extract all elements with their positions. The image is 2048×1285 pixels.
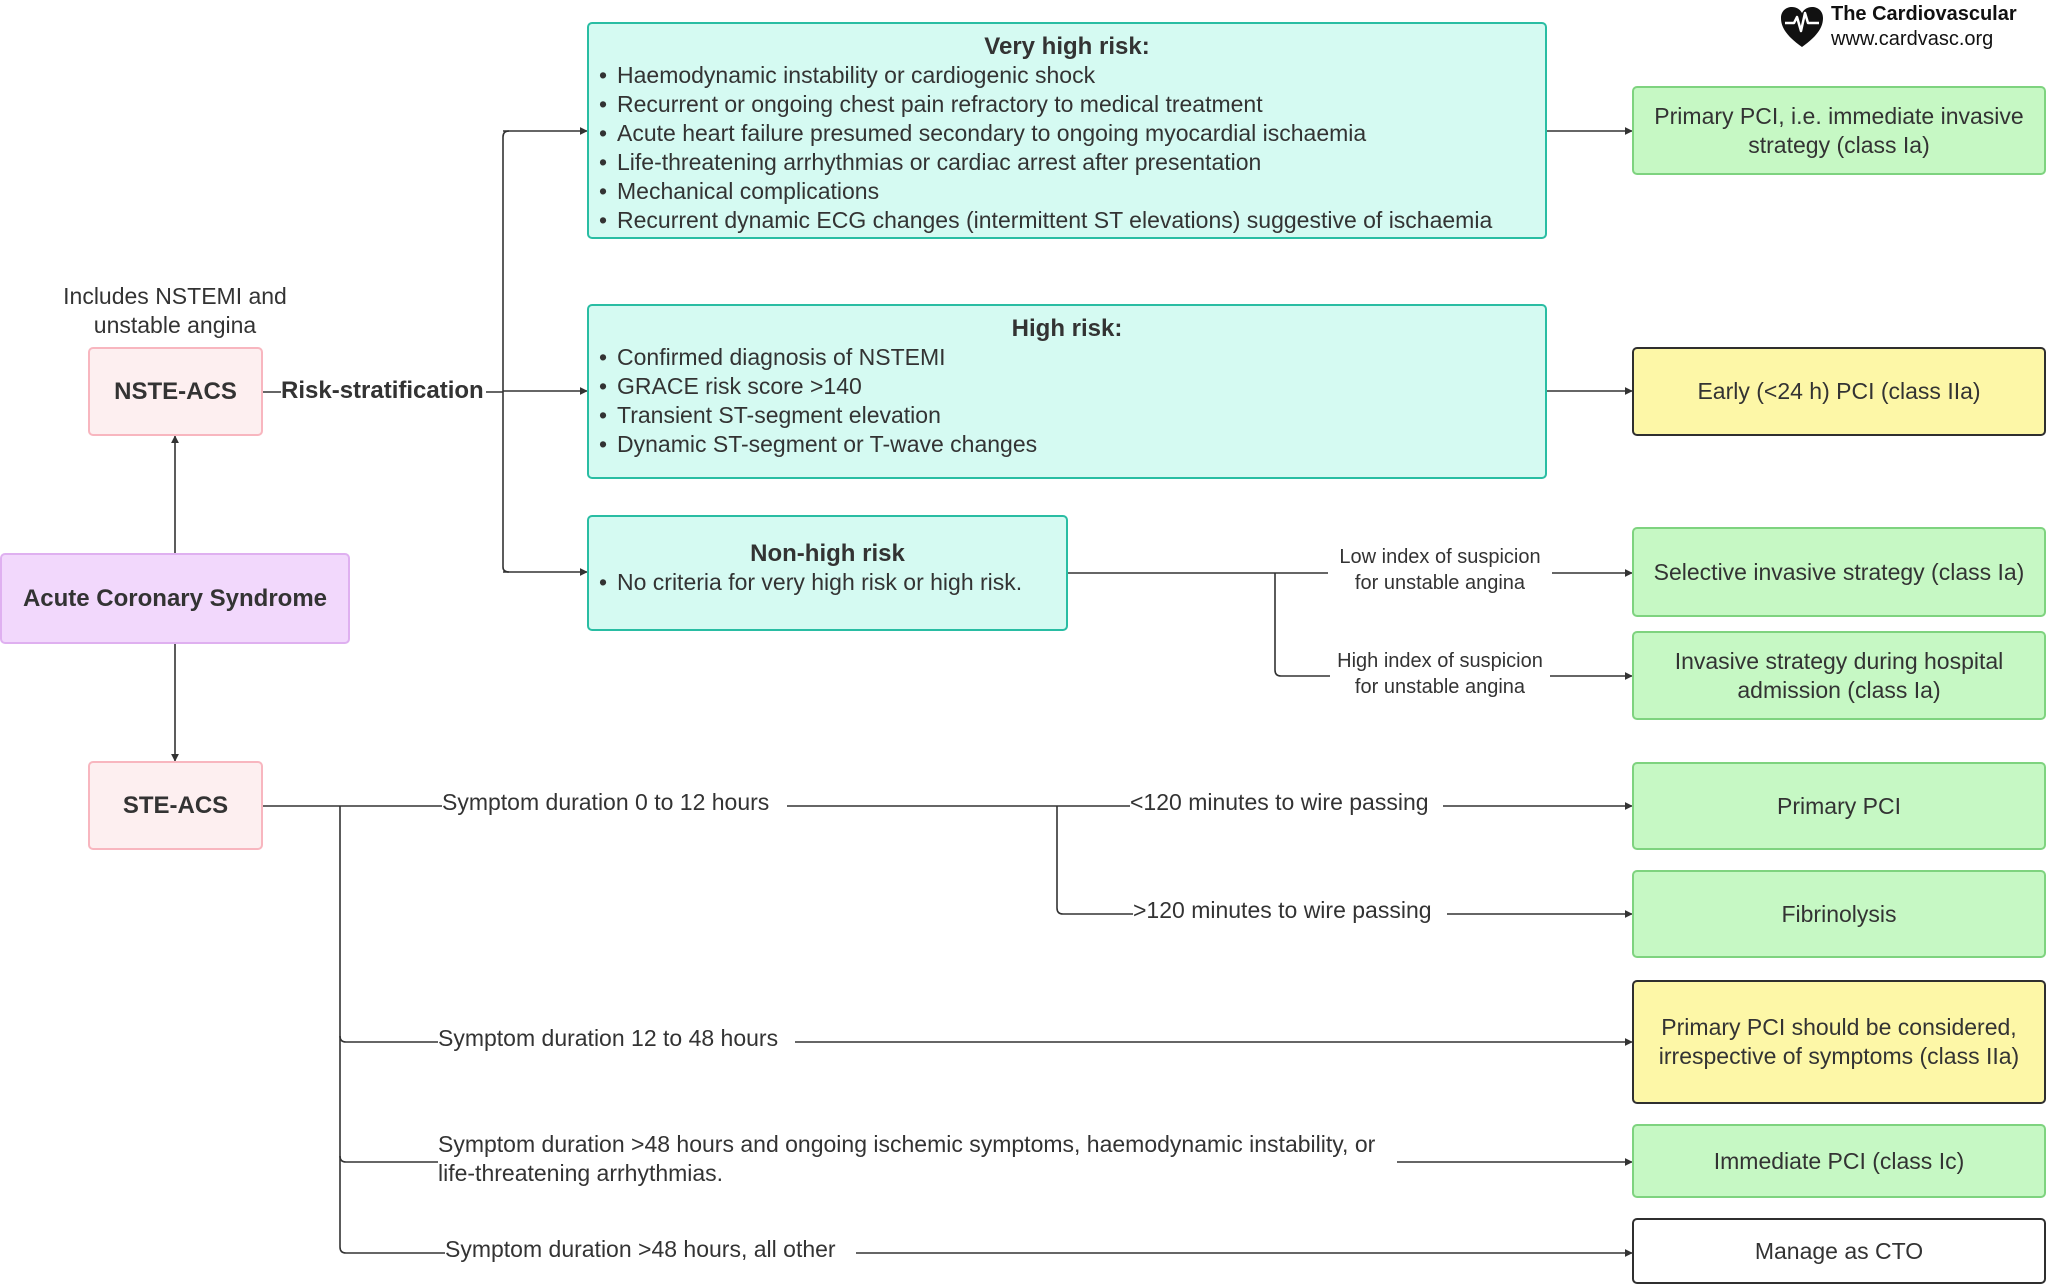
risk-item: Recurrent dynamic ECG changes (intermitt… — [599, 206, 1535, 235]
acs-node[interactable]: Acute Coronary Syndrome — [0, 553, 350, 644]
outcome-manage-as-cto[interactable]: Manage as CTO — [1632, 1218, 2046, 1284]
outcome-primary-pci-considered[interactable]: Primary PCI should be considered, irresp… — [1632, 980, 2046, 1104]
low-suspicion-label: Low index of suspicion for unstable angi… — [1328, 544, 1552, 596]
lt120-label: <120 minutes to wire passing — [1130, 788, 1429, 817]
gt120-label: >120 minutes to wire passing — [1133, 896, 1432, 925]
risk-item: Dynamic ST-segment or T-wave changes — [599, 430, 1535, 459]
outcome-selective-invasive[interactable]: Selective invasive strategy (class Ia) — [1632, 527, 2046, 617]
nste-note: Includes NSTEMI and unstable angina — [63, 283, 287, 338]
line-0-12-branch — [1056, 806, 1133, 915]
brand-logo: The Cardiovascular www.cardvasc.org — [1779, 2, 2017, 52]
outcome-primary-pci-immediate[interactable]: Primary PCI, i.e. immediate invasive str… — [1632, 86, 2046, 175]
ste-trunk-vertical — [339, 806, 347, 1254]
risk-item: Mechanical complications — [599, 177, 1535, 206]
outcome-invasive-during-admission[interactable]: Invasive strategy during hospital admiss… — [1632, 631, 2046, 720]
line-non-high-branch — [1274, 573, 1330, 677]
brand-name: The Cardiovascular — [1831, 3, 2017, 25]
risk-stratification-label: Risk-stratification — [281, 376, 484, 405]
risk-item: Acute heart failure presumed secondary t… — [599, 119, 1535, 148]
very-high-risk-list: Haemodynamic instability or cardiogenic … — [599, 61, 1535, 235]
non-high-risk-list: No criteria for very high risk or high r… — [599, 568, 1056, 597]
symptom-gt48-other-label: Symptom duration >48 hours, all other — [445, 1235, 836, 1264]
nste-acs-node[interactable]: NSTE-ACS — [88, 347, 263, 436]
heart-pulse-icon — [1781, 7, 1823, 47]
non-high-risk-box[interactable]: Non-high risk No criteria for very high … — [587, 515, 1068, 631]
ste-acs-node[interactable]: STE-ACS — [88, 761, 263, 850]
very-high-risk-title: Very high risk: — [984, 33, 1150, 60]
brand-url: www.cardvasc.org — [1831, 28, 1994, 50]
line-12-48-in — [339, 1035, 438, 1043]
symptom-gt48-ischemic-label: Symptom duration >48 hours and ongoing i… — [438, 1130, 1397, 1188]
risk-item: GRACE risk score >140 — [599, 372, 1535, 401]
high-risk-box[interactable]: High risk: Confirmed diagnosis of NSTEMI… — [587, 304, 1547, 479]
non-high-risk-title: Non-high risk — [750, 540, 905, 567]
risk-item: No criteria for very high risk or high r… — [599, 568, 1056, 597]
high-risk-list: Confirmed diagnosis of NSTEMI GRACE risk… — [599, 343, 1535, 459]
outcome-immediate-pci[interactable]: Immediate PCI (class Ic) — [1632, 1124, 2046, 1198]
risk-item: Confirmed diagnosis of NSTEMI — [599, 343, 1535, 372]
high-suspicion-label: High index of suspicion for unstable ang… — [1330, 648, 1550, 700]
risk-item: Life-threatening arrhythmias or cardiac … — [599, 148, 1535, 177]
outcome-primary-pci[interactable]: Primary PCI — [1632, 762, 2046, 850]
outcome-early-pci[interactable]: Early (<24 h) PCI (class IIa) — [1632, 347, 2046, 436]
risk-item: Transient ST-segment elevation — [599, 401, 1535, 430]
risk-item: Recurrent or ongoing chest pain refracto… — [599, 90, 1535, 119]
line-gt48-ischemic-in — [339, 1155, 438, 1163]
very-high-risk-box[interactable]: Very high risk: Haemodynamic instability… — [587, 22, 1547, 239]
symptom-0-12-label: Symptom duration 0 to 12 hours — [442, 788, 770, 817]
risk-item: Haemodynamic instability or cardiogenic … — [599, 61, 1535, 90]
high-risk-title: High risk: — [1011, 315, 1123, 342]
outcome-fibrinolysis[interactable]: Fibrinolysis — [1632, 870, 2046, 958]
symptom-12-48-label: Symptom duration 12 to 48 hours — [438, 1024, 779, 1053]
